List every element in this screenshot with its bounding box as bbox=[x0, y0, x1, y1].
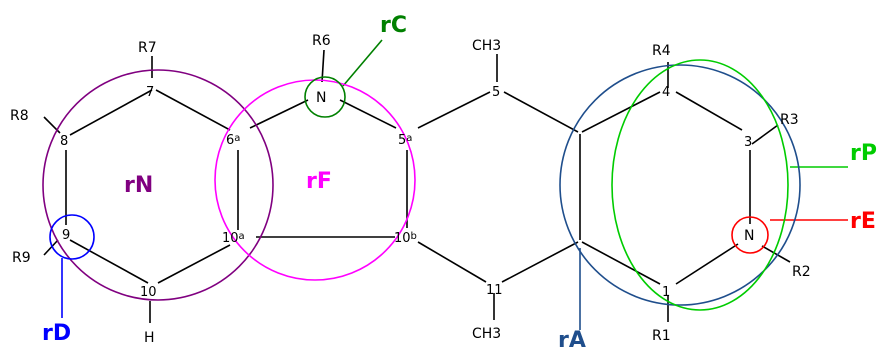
ring-highlights bbox=[42, 59, 801, 311]
bond-10-10a bbox=[157, 244, 231, 284]
label-r9: R9 bbox=[12, 250, 31, 266]
bond-5-c bbox=[503, 91, 579, 133]
label-r1: R1 bbox=[652, 328, 671, 344]
label-pos-10: 10 bbox=[140, 285, 157, 300]
bond-c-11 bbox=[501, 241, 579, 283]
pointer-rc bbox=[342, 39, 383, 87]
label-pos-7: 7 bbox=[146, 85, 154, 100]
label-r2: R2 bbox=[792, 264, 811, 280]
ring-label-ra: rA bbox=[558, 328, 586, 347]
bond-r3 bbox=[751, 124, 779, 145]
bond-r8 bbox=[43, 116, 61, 134]
ring-label-rn: rN bbox=[124, 173, 153, 198]
label-r3: R3 bbox=[780, 112, 799, 128]
label-r7: R7 bbox=[138, 40, 157, 56]
bond-7-8 bbox=[69, 89, 153, 136]
label-pos-10b: 10b bbox=[394, 231, 417, 246]
bond-5a-5 bbox=[417, 91, 491, 129]
ring-label-rd: rD bbox=[42, 321, 71, 346]
ring-ra-circle bbox=[559, 64, 801, 306]
label-pos-5a: 5a bbox=[398, 133, 412, 148]
bond-1-c bbox=[581, 241, 661, 285]
substituent-labels: R7 R8 R9 H R6 CH3 CH3 R4 R3 R2 R1 bbox=[10, 33, 811, 346]
bond-4-3 bbox=[675, 91, 743, 131]
label-n-top: N bbox=[316, 90, 326, 106]
label-pos-5: 5 bbox=[492, 85, 500, 100]
ring-rd-circle bbox=[49, 214, 95, 260]
label-ch3-top: CH3 bbox=[472, 38, 501, 54]
bond-6a-n bbox=[249, 99, 309, 129]
ring-label-re: rE bbox=[850, 209, 876, 234]
ring-label-rf: rF bbox=[306, 169, 332, 194]
label-r6: R6 bbox=[312, 33, 331, 49]
label-ch3-bottom: CH3 bbox=[472, 326, 501, 342]
label-pos-3: 3 bbox=[744, 135, 752, 150]
bond-6a-7 bbox=[155, 89, 231, 131]
label-r4: R4 bbox=[652, 43, 671, 59]
label-pos-10a: 10a bbox=[222, 231, 245, 246]
ring-label-rc: rC bbox=[380, 13, 407, 38]
label-pos-1: 1 bbox=[662, 285, 670, 300]
label-h: H bbox=[144, 330, 155, 346]
bonds bbox=[43, 39, 848, 330]
atom-labels: N N 7 8 9 10 6a 10a 5a 10b 5 11 4 3 1 bbox=[60, 85, 754, 300]
label-r8: R8 bbox=[10, 108, 29, 124]
ring-label-rp: rP bbox=[850, 141, 877, 166]
label-n-right: N bbox=[744, 228, 754, 244]
ring-re-circle bbox=[731, 216, 769, 254]
ring-rn-circle bbox=[42, 69, 274, 301]
ring-rc-circle bbox=[304, 76, 346, 118]
ring-name-labels: rN rF rC rD rA rP rE bbox=[42, 13, 877, 347]
bond-n-1 bbox=[675, 243, 739, 285]
label-pos-6a: 6a bbox=[226, 133, 240, 148]
label-pos-8: 8 bbox=[60, 134, 68, 149]
bond-9-10 bbox=[69, 239, 149, 284]
bond-r2 bbox=[761, 245, 791, 263]
label-pos-9: 9 bbox=[62, 228, 70, 243]
ring-rp-ellipse bbox=[611, 59, 789, 311]
label-pos-11: 11 bbox=[486, 283, 503, 298]
bond-n-5a bbox=[339, 99, 397, 129]
bond-r9 bbox=[43, 239, 59, 256]
bond-11-10b bbox=[417, 241, 487, 283]
label-pos-4: 4 bbox=[662, 85, 670, 100]
bond-c-4 bbox=[581, 91, 661, 133]
